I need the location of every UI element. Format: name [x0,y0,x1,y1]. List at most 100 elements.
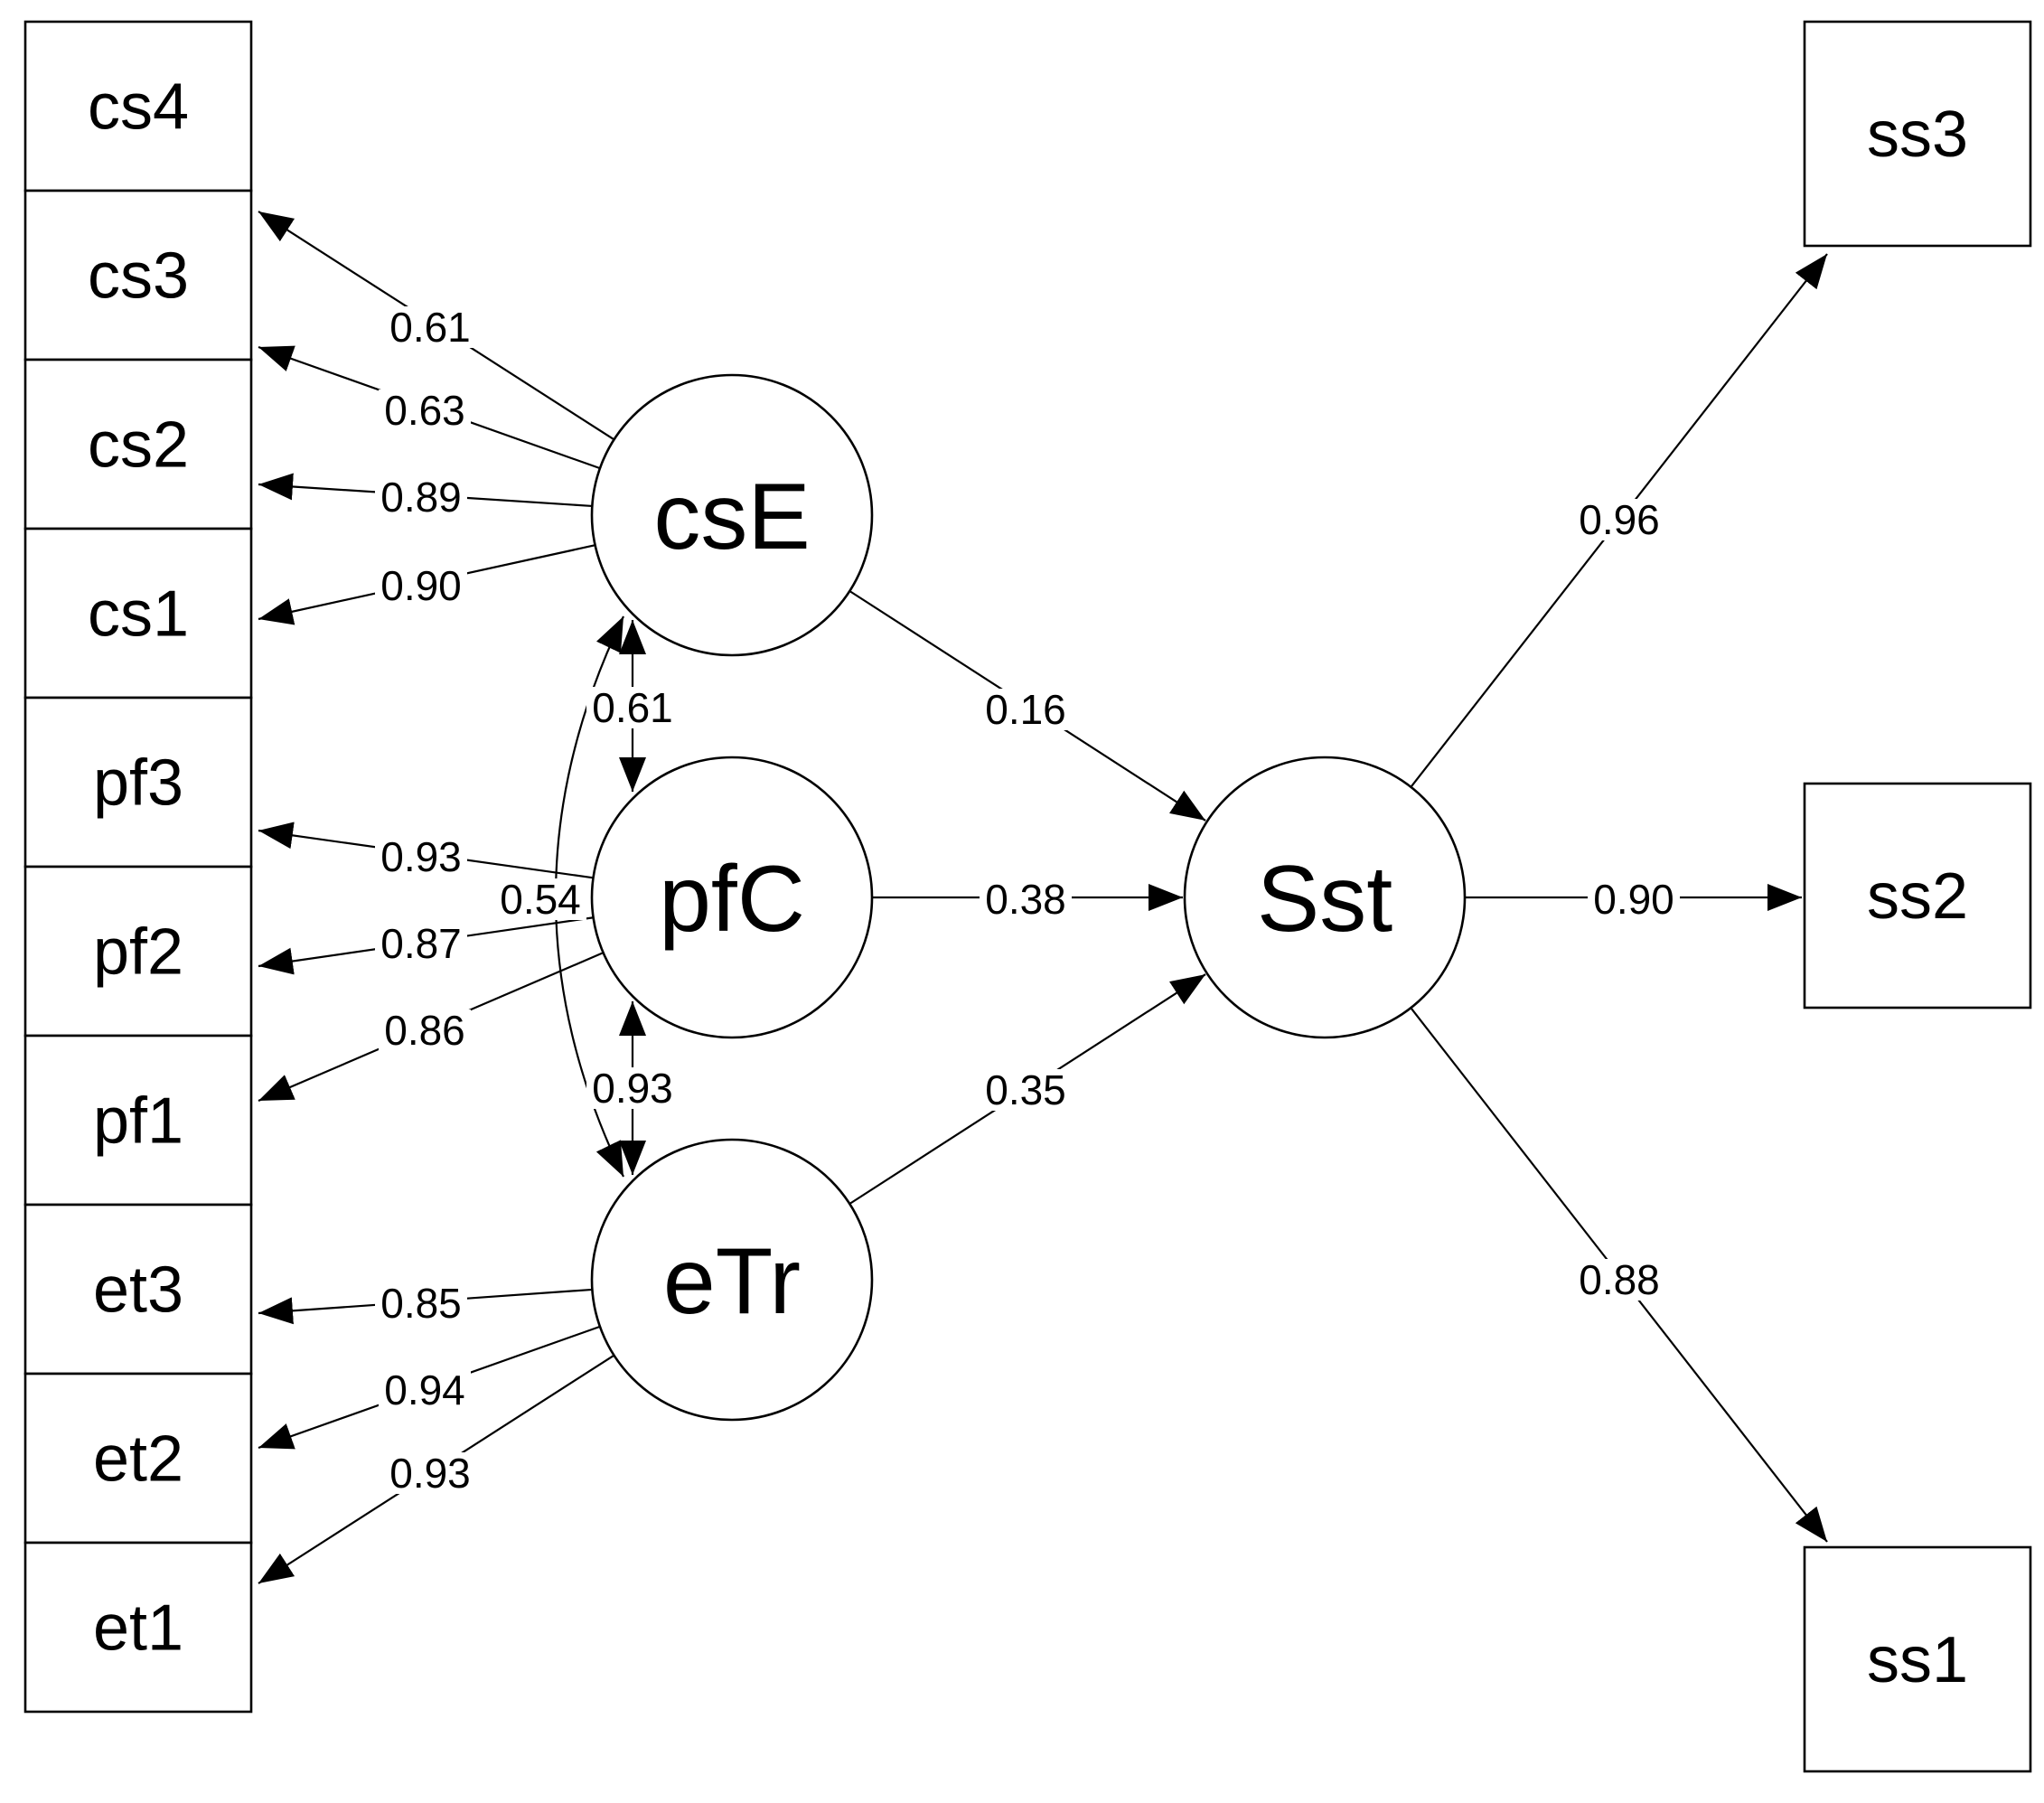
indicator-box-et1 [23,1541,253,1714]
indicator-cs3: cs3 [23,189,253,362]
indicator-et3: et3 [23,1203,253,1376]
regression-label-eTr-bg [980,1069,1072,1111]
indicator-pf3: pf3 [23,696,253,869]
loading-label-pf1: 0.86 [379,1007,471,1054]
covariance-label-pfC-eTr-text: 0.93 [592,1065,673,1112]
loading-label-ss1-bg [1573,1259,1665,1301]
loading-label-ss1: 0.88 [1573,1256,1665,1303]
indicator-box-pf1 [23,1034,253,1207]
indicator-label-pf3: pf3 [93,747,183,820]
regression-label-pfC-bg [980,878,1072,920]
loading-label-cs2-text: 0.89 [380,474,462,521]
loading-label-et1-text: 0.93 [389,1450,471,1497]
covariance-label-csE-pfC: 0.61 [586,684,679,731]
loading-label-pf3-bg [375,836,467,878]
indicator-cs1: cs1 [23,527,253,700]
loading-label-et3-bg [375,1282,467,1324]
labels-layer: 0.61 0.63 0.89 0.90 0.93 0.87 0.86 0.85 0.94 0.93… [375,304,1680,1497]
regression-label-eTr: 0.35 [980,1066,1072,1113]
latent-circle-csE [590,373,874,657]
loading-label-pf1-text: 0.86 [384,1007,465,1054]
indicator-label-ss2: ss2 [1867,860,1968,933]
covariance-label-csE-eTr-text: 0.54 [500,876,581,923]
indicator-box-pf2 [23,865,253,1038]
indicator-label-cs3: cs3 [88,240,189,313]
indicator-ss3: ss3 [1803,20,2032,248]
nodes-layer: cs4 cs3 cs2 cs1 pf3 pf2 pf1 et3 et2 et1 ss3 ss2 ss1 c… [23,20,2032,1773]
covariance-label-csE-eTr: 0.54 [494,876,586,923]
indicator-label-ss3: ss3 [1867,99,1968,171]
indicator-box-ss3 [1803,20,2032,248]
loading-label-cs4-bg [384,306,476,348]
latent-csE: csE [590,373,874,657]
indicator-box-et2 [23,1372,253,1545]
loading-label-et2: 0.94 [379,1366,471,1413]
indicator-et1: et1 [23,1541,253,1714]
loading-label-pf3: 0.93 [375,833,467,880]
loading-label-et2-bg [379,1369,471,1411]
loading-label-pf1-bg [379,1009,471,1051]
indicator-label-et3: et3 [93,1254,183,1327]
loading-label-et3: 0.85 [375,1280,467,1327]
loading-label-et1-bg [384,1452,476,1494]
loading-label-ss3: 0.96 [1573,496,1665,543]
loading-label-ss3-text: 0.96 [1579,496,1660,543]
loading-label-ss3-bg [1573,499,1665,540]
regression-label-pfC: 0.38 [980,876,1072,923]
loading-label-pf2: 0.87 [375,920,467,967]
loading-label-et2-text: 0.94 [384,1366,465,1413]
indicator-et2: et2 [23,1372,253,1545]
loading-label-pf2-bg [375,923,467,964]
regression-label-csE: 0.16 [980,686,1072,733]
indicator-label-pf1: pf1 [93,1085,183,1158]
loading-label-ss1-text: 0.88 [1579,1256,1660,1303]
loading-label-cs1-bg [375,565,467,606]
loading-label-cs3-bg [379,390,471,431]
loading-label-pf2-text: 0.87 [380,920,462,967]
indicator-ss2: ss2 [1803,782,2032,1009]
latent-Sst: Sst [1183,756,1467,1039]
latent-pfC: pfC [590,756,874,1039]
covariance-label-csE-eTr-bg [494,878,586,920]
indicator-label-cs2: cs2 [88,409,189,482]
loading-label-et1: 0.93 [384,1450,476,1497]
covariance-label-pfC-eTr-bg [586,1067,679,1109]
loading-label-cs1-text: 0.90 [380,562,462,609]
covariance-label-csE-pfC-text: 0.61 [592,684,673,731]
latent-eTr: eTr [590,1138,874,1422]
loading-label-cs3: 0.63 [379,387,471,434]
loading-label-cs2: 0.89 [375,474,467,521]
loading-label-ss2: 0.90 [1588,876,1680,923]
indicator-label-et2: et2 [93,1423,183,1496]
indicator-cs2: cs2 [23,358,253,531]
latent-label-eTr: eTr [663,1229,801,1334]
loading-label-cs3-text: 0.63 [384,387,465,434]
latent-circle-eTr [590,1138,874,1422]
indicator-box-cs4 [23,20,253,193]
loading-label-et3-text: 0.85 [380,1280,462,1327]
regression-label-csE-text: 0.16 [985,686,1066,733]
latent-circle-Sst [1183,756,1467,1039]
indicator-label-et1: et1 [93,1592,183,1665]
indicator-box-ss2 [1803,782,2032,1009]
latent-label-csE: csE [653,465,810,569]
loading-label-cs1: 0.90 [375,562,467,609]
indicator-pf1: pf1 [23,1034,253,1207]
indicator-box-pf3 [23,696,253,869]
covariance-label-csE-pfC-bg [586,687,679,728]
indicator-box-cs1 [23,527,253,700]
indicator-label-cs4: cs4 [88,71,189,144]
indicator-ss1: ss1 [1803,1545,2032,1773]
indicator-label-ss1: ss1 [1867,1624,1968,1696]
loading-label-ss2-text: 0.90 [1593,876,1674,923]
regression-label-csE-bg [980,689,1072,730]
loading-label-cs4: 0.61 [384,304,476,351]
indicator-pf2: pf2 [23,865,253,1038]
loading-label-pf3-text: 0.93 [380,833,462,880]
latent-label-Sst: Sst [1257,847,1392,952]
indicator-cs4: cs4 [23,20,253,193]
loading-label-ss2-bg [1588,878,1680,920]
indicator-label-pf2: pf2 [93,916,183,989]
covariance-label-pfC-eTr: 0.93 [586,1065,679,1112]
